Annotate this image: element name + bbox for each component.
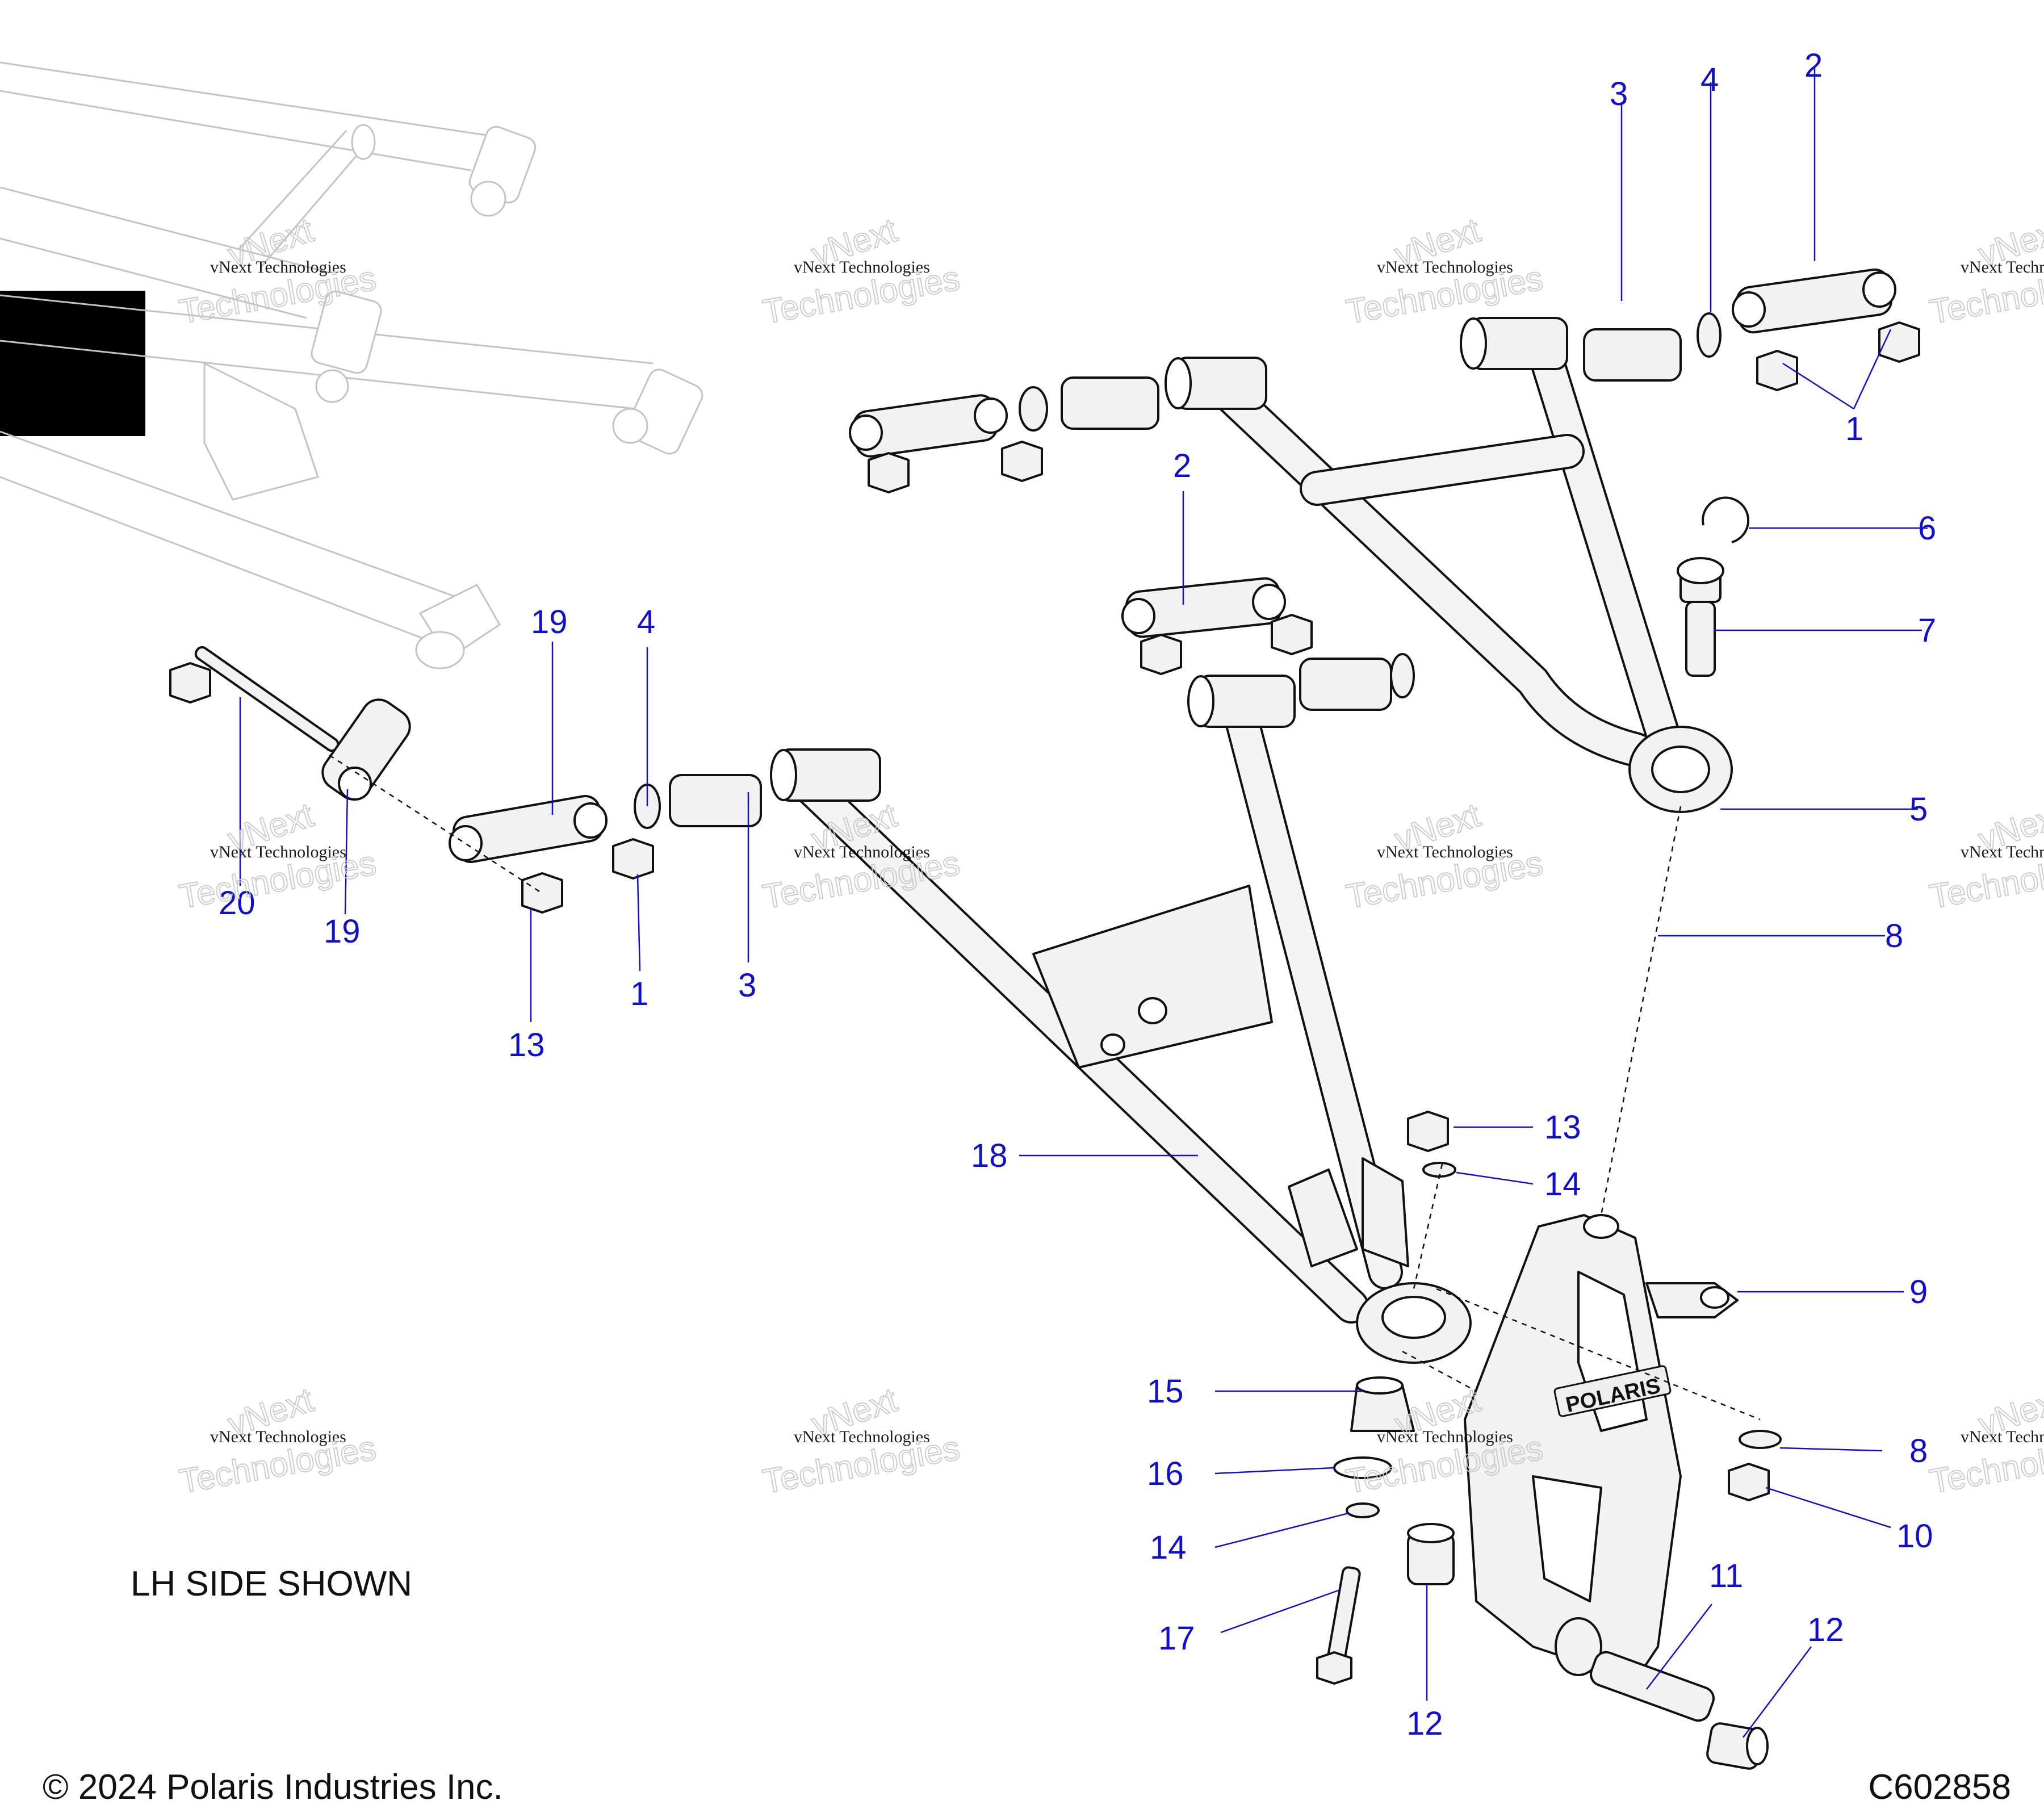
callout-c8[interactable]: 8 [1885, 918, 1903, 954]
callout-c5[interactable]: 6 [1918, 510, 1936, 547]
svg-text:vNext Technologies: vNext Technologies [1377, 843, 1513, 861]
watermark: vNext vNext Technologies Technologies [1926, 210, 2044, 332]
spindle-knuckle: POLARIS [1464, 1214, 1739, 1682]
figure-id: C602858 [1868, 1768, 2011, 1807]
callout-c19[interactable]: 14 [1544, 1166, 1581, 1203]
callout-c6[interactable]: 7 [1918, 612, 1936, 649]
callout-c16[interactable]: 13 [508, 1027, 545, 1064]
side-note: LH SIDE SHOWN [131, 1564, 412, 1604]
callout-c17[interactable]: 18 [971, 1137, 1008, 1174]
svg-text:vNext Technologies: vNext Technologies [794, 843, 930, 861]
callout-c22[interactable]: 8 [1909, 1433, 1928, 1469]
callout-c9[interactable]: 2 [1173, 447, 1191, 484]
callout-c7[interactable]: 5 [1909, 791, 1928, 828]
watermark: vNext vNext Technologies Technologies [1343, 795, 1547, 916]
callout-c13[interactable]: 19 [324, 913, 361, 950]
watermark: vNext vNext Technologies Technologies [176, 1380, 380, 1501]
callout-leaders [239, 68, 1928, 1738]
svg-text:vNext Technologies: vNext Technologies [1961, 1427, 2044, 1446]
lower-a-arm [770, 653, 1472, 1364]
callout-c14[interactable]: 1 [630, 976, 648, 1012]
callout-numbers: 3 4 2 1 6 7 5 8 2 19 4 20 19 1 3 13 18 1… [219, 47, 1936, 1742]
callout-c3[interactable]: 2 [1804, 47, 1823, 84]
ghost-frame [0, 61, 703, 669]
callout-c4[interactable]: 1 [1845, 411, 1863, 447]
callout-c10[interactable]: 19 [531, 604, 568, 640]
callout-c26[interactable]: 11 [1709, 1558, 1743, 1594]
watermark: vNext vNext Technologies Technologies [1926, 1380, 2044, 1501]
callout-c12[interactable]: 20 [219, 885, 256, 922]
callout-c20[interactable]: 9 [1909, 1274, 1928, 1311]
brand-plate [1553, 1365, 1672, 1417]
copyright: © 2024 Polaris Industries Inc. [43, 1768, 503, 1807]
callout-c28[interactable]: 17 [1158, 1620, 1195, 1657]
callout-c2[interactable]: 4 [1700, 61, 1719, 98]
watermark: vNext vNext Technologies Technologies [1343, 210, 1547, 332]
svg-text:vNext Technologies: vNext Technologies [210, 843, 346, 861]
callout-c11[interactable]: 4 [637, 604, 655, 640]
svg-text:vNext Technologies: vNext Technologies [1961, 843, 2044, 861]
svg-text:vNext Technologies: vNext Technologies [210, 258, 346, 277]
callout-c25[interactable]: 14 [1150, 1529, 1187, 1566]
svg-text:vNext Technologies: vNext Technologies [210, 1427, 346, 1446]
svg-text:vNext Technologies: vNext Technologies [1961, 258, 2044, 277]
callout-c29[interactable]: 12 [1406, 1705, 1443, 1742]
upper-pivot-hardware [849, 268, 1920, 677]
watermark: vNext vNext Technologies Technologies [176, 795, 380, 916]
callout-c23[interactable]: 16 [1147, 1455, 1184, 1492]
page-tab-marker [0, 291, 145, 436]
callout-c15[interactable]: 3 [738, 967, 756, 1004]
watermark: vNext vNext Technologies Technologies [760, 795, 964, 916]
upper-a-arm [1165, 317, 1733, 813]
svg-text:vNext Technologies: vNext Technologies [1377, 1427, 1513, 1446]
callout-c27[interactable]: 12 [1807, 1611, 1844, 1648]
callout-c24[interactable]: 10 [1896, 1518, 1933, 1555]
lower-pivot-hardware [169, 646, 762, 914]
watermark: vNext vNext Technologies Technologies [760, 210, 964, 332]
watermark: vNext vNext Technologies Technologies [1926, 795, 2044, 916]
svg-text:vNext Technologies: vNext Technologies [1377, 258, 1513, 277]
svg-text:vNext Technologies: vNext Technologies [794, 1427, 930, 1446]
callout-c21[interactable]: 15 [1147, 1373, 1184, 1410]
callout-c18[interactable]: 13 [1544, 1109, 1581, 1146]
callout-c1[interactable]: 3 [1610, 76, 1628, 112]
spindle-hardware [1316, 806, 1782, 1770]
svg-text:vNext Technologies: vNext Technologies [794, 258, 930, 277]
watermark: vNext vNext Technologies Technologies [760, 1380, 964, 1501]
